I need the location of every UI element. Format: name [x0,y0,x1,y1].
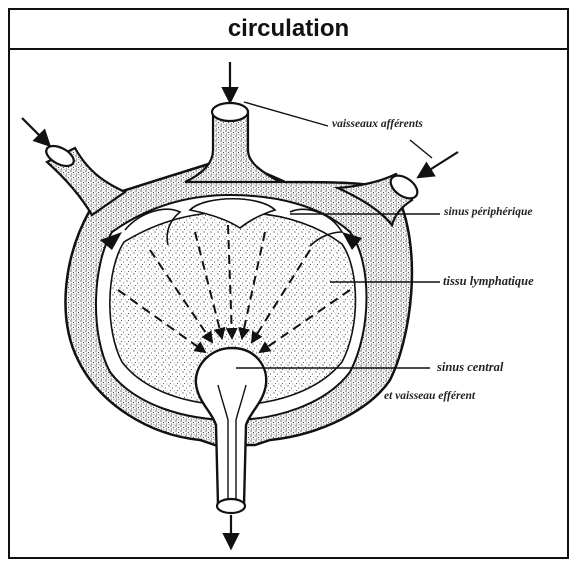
afferent-vessel-left-opening [43,142,77,170]
label-lymphatic-tissue: tissu lymphatique [443,274,534,289]
label-peripheral-sinus: sinus périphérique [444,206,533,218]
afferent-vessel-top-opening [212,103,248,121]
label-central-sinus: sinus central [437,360,503,375]
label-afferent-vessels: vaisseaux afférents [332,118,423,130]
efferent-vessel-opening [217,499,245,513]
arrow-into-left-vessel [22,118,48,144]
label-efferent-vessel: et vaisseau efférent [384,390,475,402]
arrow-into-right-vessel [420,152,458,176]
